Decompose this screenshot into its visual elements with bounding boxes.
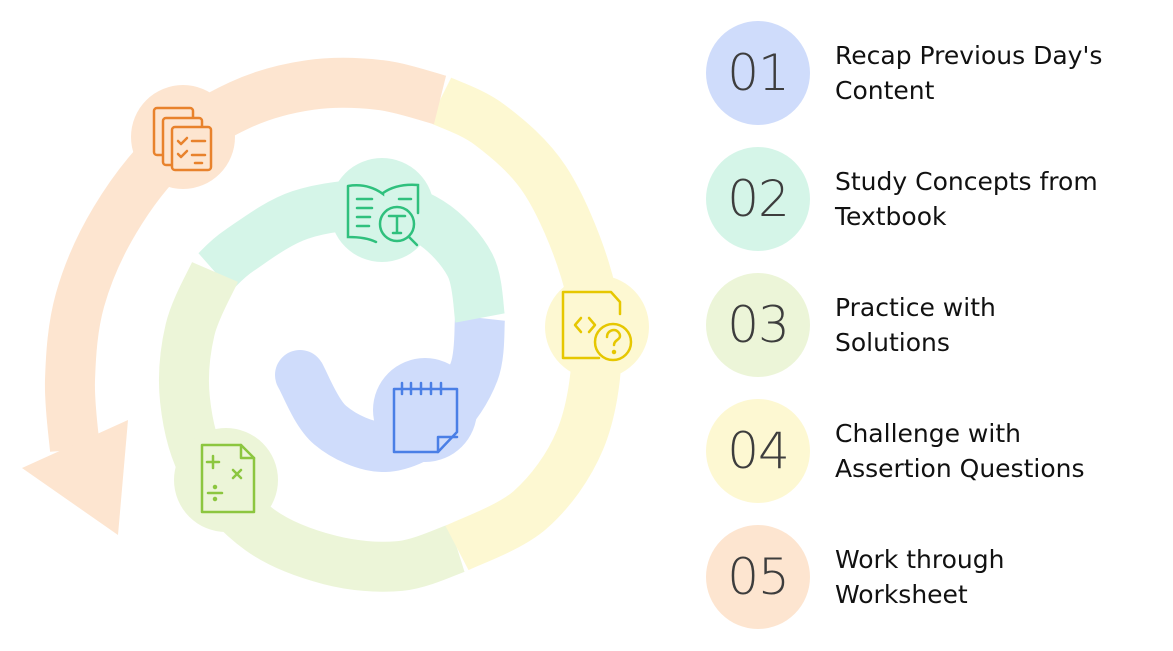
step-number-badge: 03 — [706, 273, 810, 377]
spiral-arrowhead — [22, 420, 128, 535]
math-worksheet-icon — [200, 443, 256, 514]
step-label-line: Challenge with — [835, 419, 1021, 448]
step-number-badge: 01 — [706, 21, 810, 125]
step-label-line: Recap Previous Day's — [835, 41, 1103, 70]
code-question-icon — [561, 290, 633, 362]
step-label-line: Study Concepts from — [835, 167, 1098, 196]
blue-icon-bubble — [373, 358, 477, 462]
step-number-badge: 05 — [706, 525, 810, 629]
step-label-line: Worksheet — [835, 580, 968, 609]
step-label-line: Practice with — [835, 293, 996, 322]
checklist-documents-icon — [152, 106, 213, 172]
step-number-badge: 02 — [706, 147, 810, 251]
step-number-badge: 04 — [706, 399, 810, 503]
spiral-diagram — [22, 57, 649, 592]
green-icon-bubble — [174, 428, 278, 532]
step-label-line: Textbook — [835, 202, 947, 231]
step-label-line: Work through — [835, 545, 1005, 574]
yellow-icon-bubble — [545, 275, 649, 379]
calendar-note-icon — [392, 381, 459, 454]
spiral-start-cap — [275, 350, 325, 400]
step-label-line: Assertion Questions — [835, 454, 1085, 483]
step-label-line: Content — [835, 76, 935, 105]
step-label-line: Solutions — [835, 328, 950, 357]
book-search-icon — [346, 183, 420, 247]
